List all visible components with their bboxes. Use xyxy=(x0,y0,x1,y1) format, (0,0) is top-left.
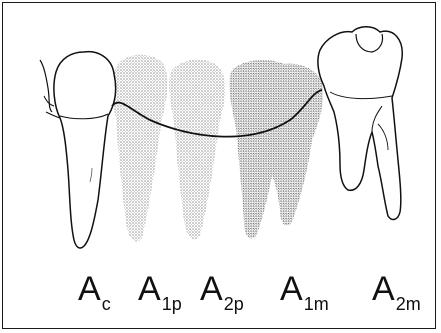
label-second-premolar-letter: A xyxy=(200,270,223,308)
missing-tooth-second-premolar xyxy=(169,60,225,240)
label-second-molar-letter: A xyxy=(372,270,395,308)
label-second-premolar: A2p xyxy=(200,272,244,318)
label-first-premolar-subscript: 1p xyxy=(162,294,182,314)
missing-tooth-first-premolar xyxy=(113,55,168,242)
label-second-premolar-subscript: 2p xyxy=(224,294,244,314)
label-first-premolar-letter: A xyxy=(138,270,161,308)
label-canine: Ac xyxy=(78,272,111,318)
label-canine-subscript: c xyxy=(102,294,111,314)
second-molar-tooth xyxy=(318,27,402,220)
label-first-molar-subscript: 1m xyxy=(304,294,329,314)
label-first-molar-letter: A xyxy=(280,270,303,308)
label-second-molar-subscript: 2m xyxy=(396,294,421,314)
label-second-molar: A2m xyxy=(372,272,421,318)
label-first-molar: A1m xyxy=(280,272,329,318)
label-first-premolar: A1p xyxy=(138,272,182,318)
canine-tooth xyxy=(54,52,116,248)
label-canine-letter: A xyxy=(78,270,101,308)
missing-tooth-first-molar xyxy=(229,60,323,238)
